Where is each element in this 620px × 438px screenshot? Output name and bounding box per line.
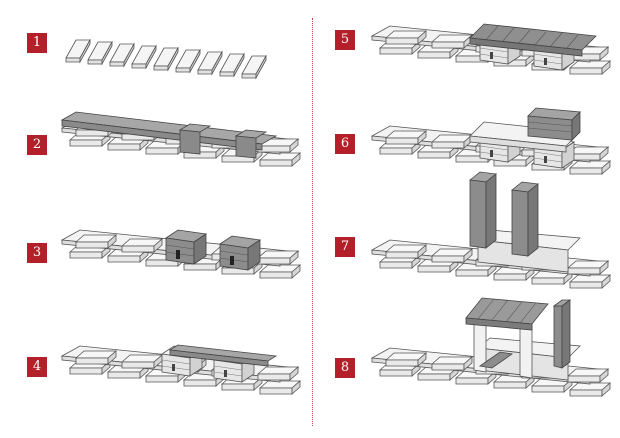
step-1-illustration xyxy=(65,39,267,79)
step-8-illustration xyxy=(372,297,610,396)
step-badge-6: 6 xyxy=(335,134,355,154)
step-badge-7: 7 xyxy=(335,237,355,257)
step-2-illustration xyxy=(62,111,300,166)
step-4-illustration xyxy=(62,344,300,394)
step-badge-8: 8 xyxy=(335,358,355,378)
step-badge-4: 4 xyxy=(27,357,47,377)
step-badge-2: 2 xyxy=(27,135,47,155)
step-badge-3: 3 xyxy=(27,243,47,263)
step-7-illustration xyxy=(372,171,610,288)
step-6-illustration xyxy=(372,107,610,174)
column-divider xyxy=(312,18,313,426)
step-badge-1: 1 xyxy=(27,33,47,53)
step-3-illustration xyxy=(62,229,300,278)
step-badge-5: 5 xyxy=(335,30,355,50)
step-5-illustration xyxy=(372,23,610,74)
